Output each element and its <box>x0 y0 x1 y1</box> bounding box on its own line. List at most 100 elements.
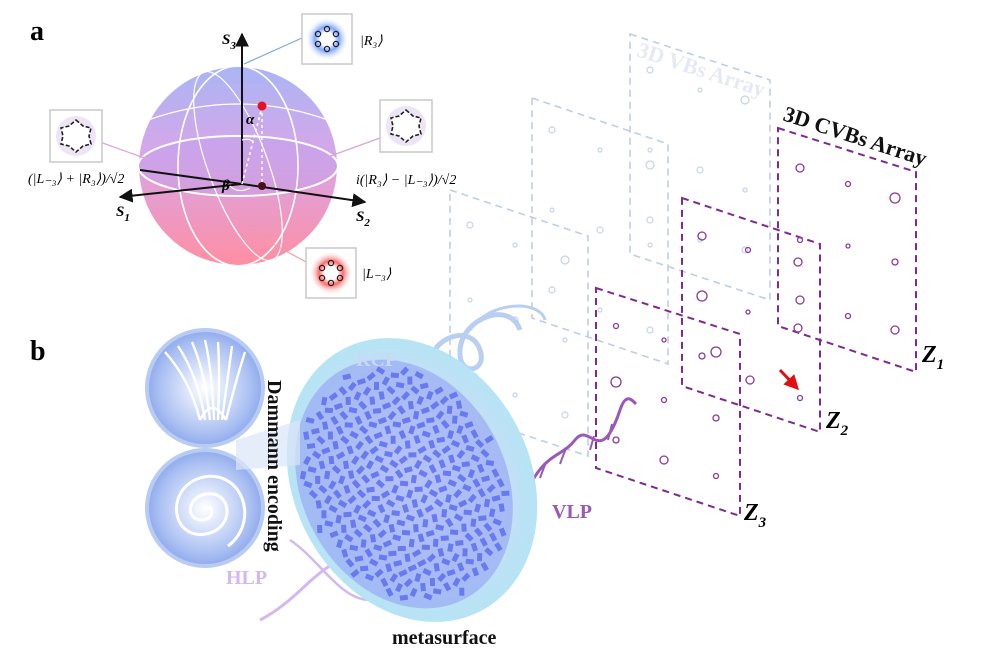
meta-atom <box>401 416 411 425</box>
meta-atom <box>455 540 464 546</box>
meta-atom <box>411 549 422 558</box>
meta-atom <box>413 524 419 533</box>
meta-atom <box>419 382 429 390</box>
plane-z2-label: Z2 <box>825 408 849 439</box>
meta-atom <box>391 510 400 517</box>
meta-atom <box>411 499 419 508</box>
meta-atom <box>344 422 353 428</box>
dammann-encoding-label: Dammann encoding <box>263 380 285 552</box>
meta-atom <box>378 391 385 400</box>
meta-atom <box>361 474 371 484</box>
vlp-label: VLP <box>552 501 592 523</box>
cvbs-array-planes <box>595 126 917 518</box>
meta-atom <box>472 478 481 488</box>
sphere-meridian-2 <box>193 70 283 262</box>
alpha-arc <box>241 138 254 143</box>
inset-superpos-minus <box>379 99 433 153</box>
meta-atom <box>393 445 403 455</box>
meta-atom <box>421 430 431 438</box>
meta-atom <box>369 533 377 543</box>
meta-atom <box>385 563 393 573</box>
meta-atom <box>395 494 405 502</box>
meta-atom <box>390 435 396 444</box>
meta-atom <box>467 469 476 479</box>
meta-atom <box>478 515 487 522</box>
meta-atom <box>368 421 378 429</box>
meta-atom <box>414 486 423 492</box>
meta-atom <box>464 421 474 429</box>
meta-atom <box>442 470 452 477</box>
meta-atom <box>372 518 382 528</box>
panel-b-label: b <box>30 336 46 367</box>
inset-l3 <box>305 247 357 299</box>
s2-axis-back <box>139 169 243 185</box>
vbs-array-planes <box>449 32 771 458</box>
meta-atom <box>359 565 369 572</box>
meta-atom <box>335 451 346 460</box>
meta-atom <box>380 577 389 588</box>
meta-atom <box>346 445 354 455</box>
meta-atom <box>369 445 379 455</box>
meta-atom <box>351 455 360 465</box>
meta-atom <box>336 539 344 549</box>
meta-atom <box>399 480 409 487</box>
meta-atom <box>465 558 474 565</box>
meta-atom <box>365 460 375 470</box>
meta-atom <box>453 488 463 499</box>
meta-atom <box>489 532 498 542</box>
meta-atom <box>385 587 394 597</box>
meta-atom <box>404 440 411 449</box>
meta-atom <box>440 419 450 429</box>
meta-atom <box>353 528 363 538</box>
meta-atom <box>340 435 350 445</box>
meta-atom <box>366 372 376 381</box>
meta-atom <box>398 569 408 578</box>
meta-atom <box>374 381 379 390</box>
meta-atom <box>328 504 338 513</box>
meta-atom <box>448 454 456 464</box>
state-superpos-plus-label: (|L₋₃⟩ + |R₃⟩)/√2 <box>28 172 124 187</box>
meta-atom <box>445 517 454 528</box>
meta-atom <box>337 499 348 509</box>
meta-atom <box>321 446 331 455</box>
meta-atom <box>380 490 391 499</box>
meta-atom <box>349 430 359 439</box>
meta-atom <box>374 568 384 578</box>
meta-atom <box>362 523 373 533</box>
meta-atom <box>318 460 326 470</box>
meta-atom <box>367 509 377 518</box>
meta-atom <box>393 559 403 567</box>
meta-atom <box>488 508 496 518</box>
meta-atom <box>373 544 383 552</box>
meta-atom <box>348 406 358 414</box>
meta-atom <box>350 568 360 578</box>
meta-atom <box>341 548 349 558</box>
meta-atom <box>446 568 456 577</box>
meta-atom <box>428 464 437 474</box>
metasurface-label: metasurface <box>392 627 497 649</box>
meta-atom <box>338 386 348 396</box>
meta-atom <box>386 385 396 395</box>
meta-atom <box>324 407 334 414</box>
meta-atom <box>446 405 453 415</box>
meta-atom <box>358 425 369 435</box>
meta-atom <box>299 470 307 480</box>
meta-atom <box>461 572 471 582</box>
meta-atom <box>389 573 399 583</box>
meta-atom <box>407 400 414 410</box>
meta-atom <box>358 400 368 411</box>
meta-atom <box>455 400 463 410</box>
meta-atom <box>422 567 432 576</box>
meta-atom <box>364 573 375 582</box>
meta-atom <box>451 464 461 472</box>
connector-minus <box>324 137 381 159</box>
meta-atom <box>449 529 459 535</box>
meta-atom <box>390 372 400 379</box>
connector-r3 <box>243 37 303 65</box>
meta-atom <box>408 538 415 548</box>
meta-atom <box>447 543 454 552</box>
meta-atom <box>379 464 390 474</box>
meta-atom <box>404 553 411 563</box>
meta-atom <box>360 450 370 460</box>
s2-axis-label: S2 <box>356 209 370 229</box>
